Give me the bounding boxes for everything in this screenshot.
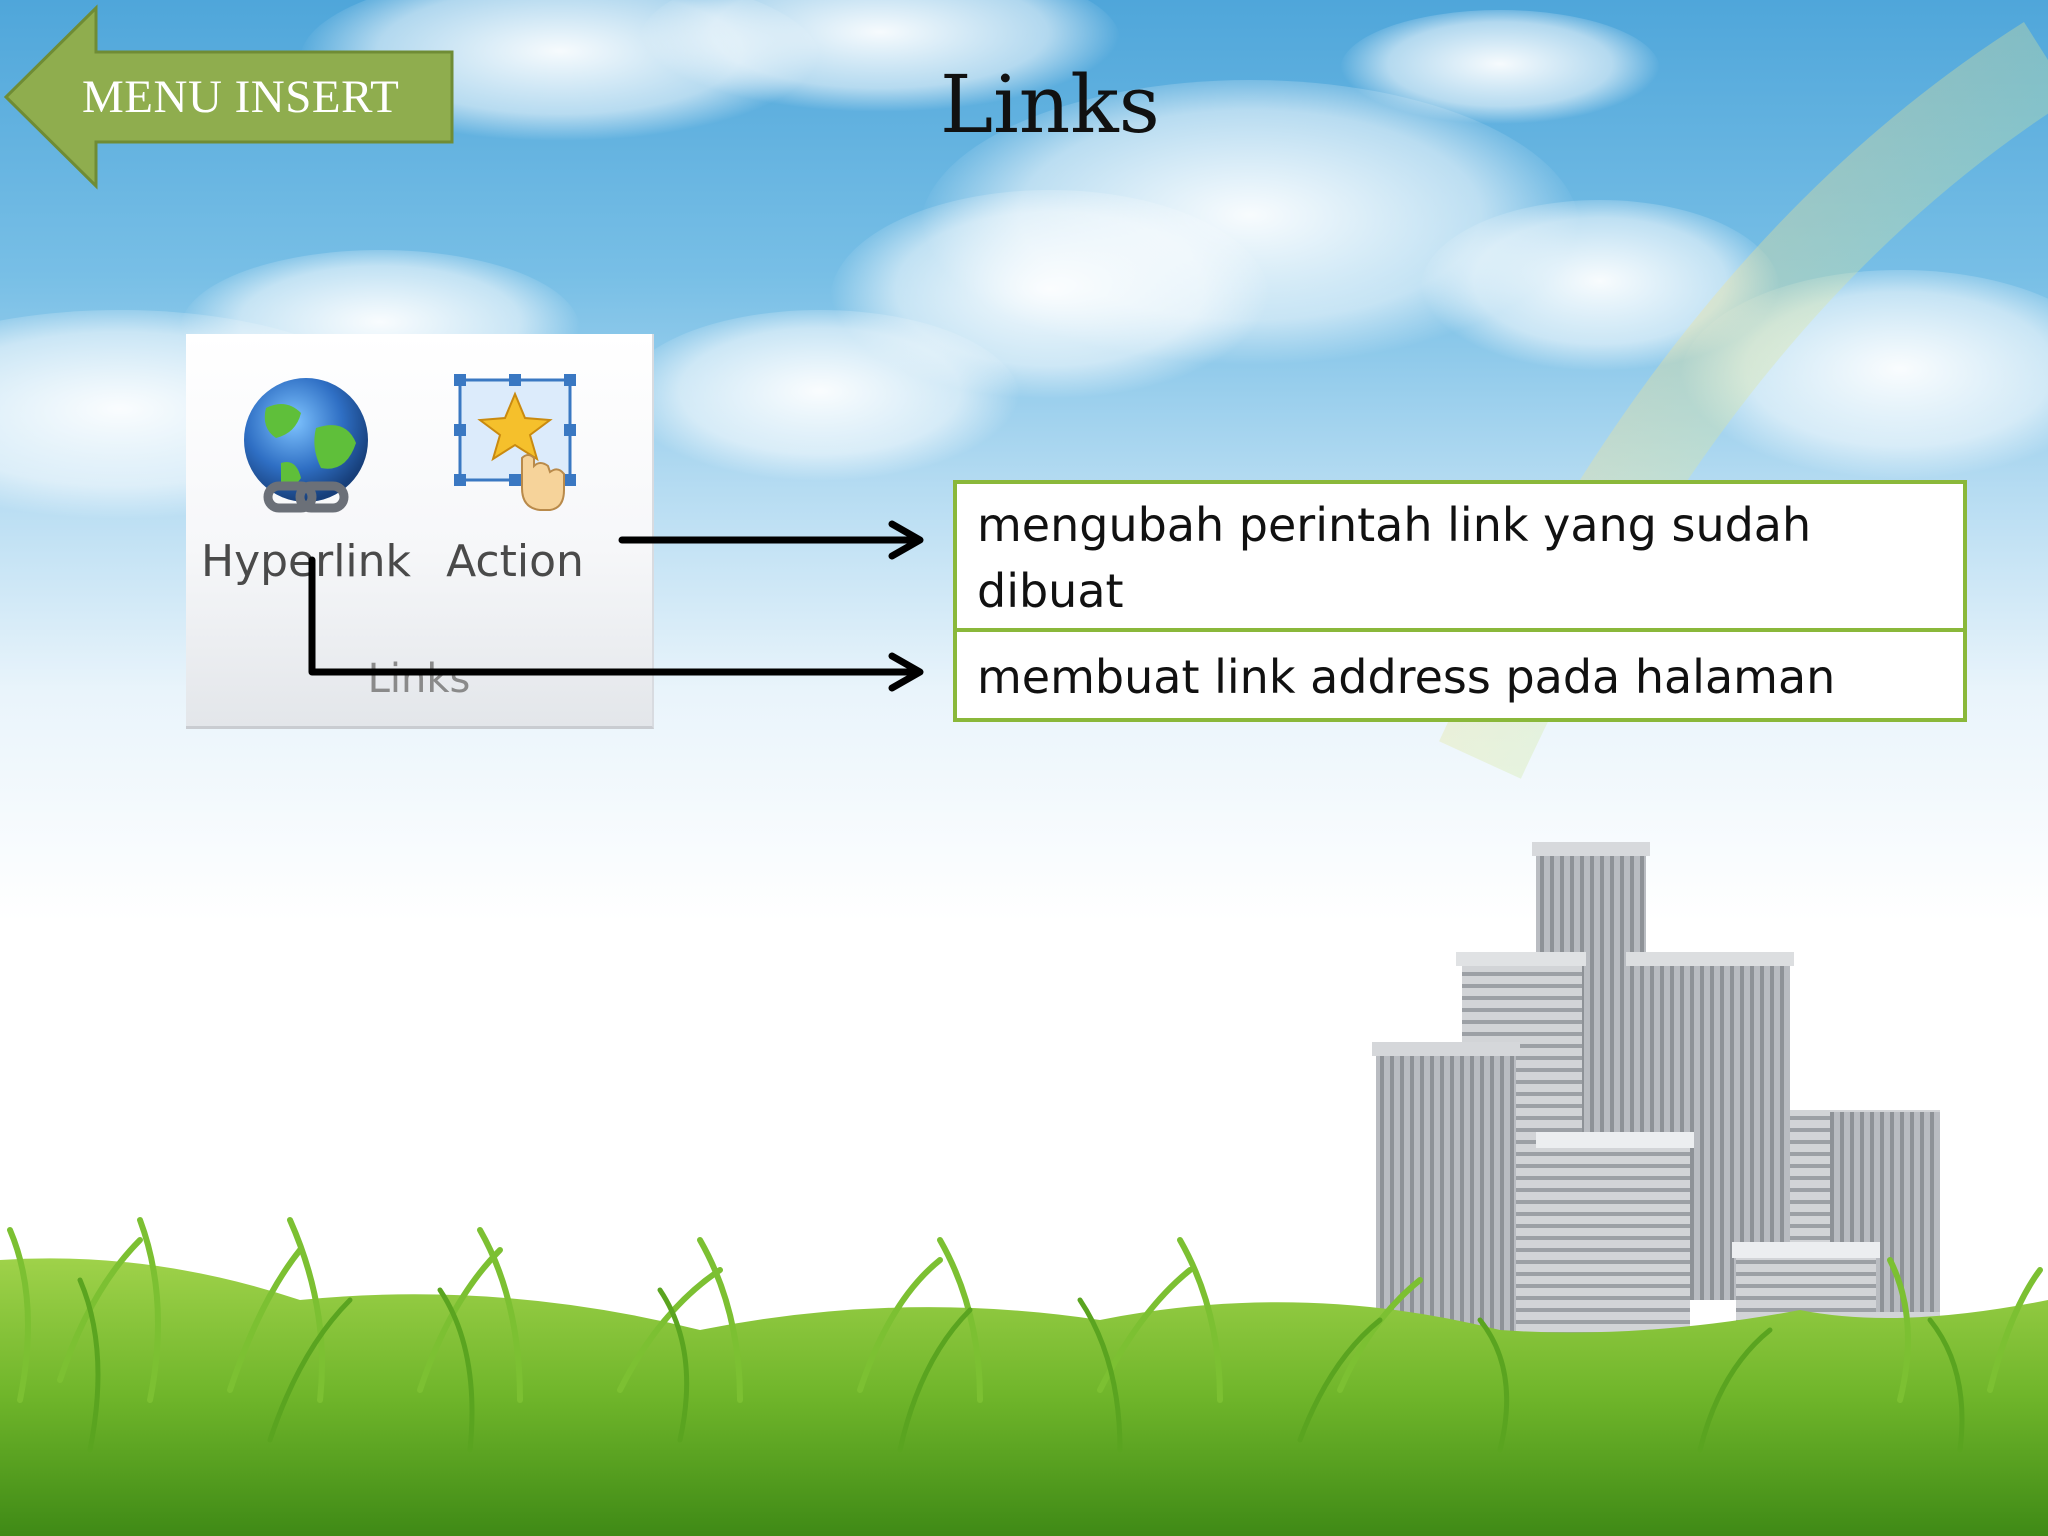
action-label: Action [446, 536, 584, 587]
action-description-text: mengubah perintah link yang sudah dibuat [977, 498, 1812, 618]
back-arrow-icon [3, 4, 454, 190]
hyperlink-description-text: membuat link address pada halaman [977, 650, 1836, 704]
ribbon-links-group: Hyperlink Action Links [186, 334, 654, 729]
globe-chain-icon [244, 378, 368, 513]
ribbon-group-label: Links [367, 656, 471, 702]
hyperlink-label: Hyperlink [200, 536, 412, 587]
grass [0, 1217, 2048, 1536]
star-pointer-icon [454, 374, 576, 511]
hyperlink-button[interactable]: Hyperlink [196, 358, 416, 618]
back-button-label: MENU INSERT [82, 71, 400, 123]
hyperlink-description-box: membuat link address pada halaman [953, 628, 1967, 722]
action-description-box: mengubah perintah link yang sudah dibuat [953, 480, 1967, 632]
page-title: Links [940, 58, 1160, 151]
action-button[interactable]: Action [430, 358, 600, 618]
back-menu-insert-button[interactable]: MENU INSERT [0, 0, 460, 200]
